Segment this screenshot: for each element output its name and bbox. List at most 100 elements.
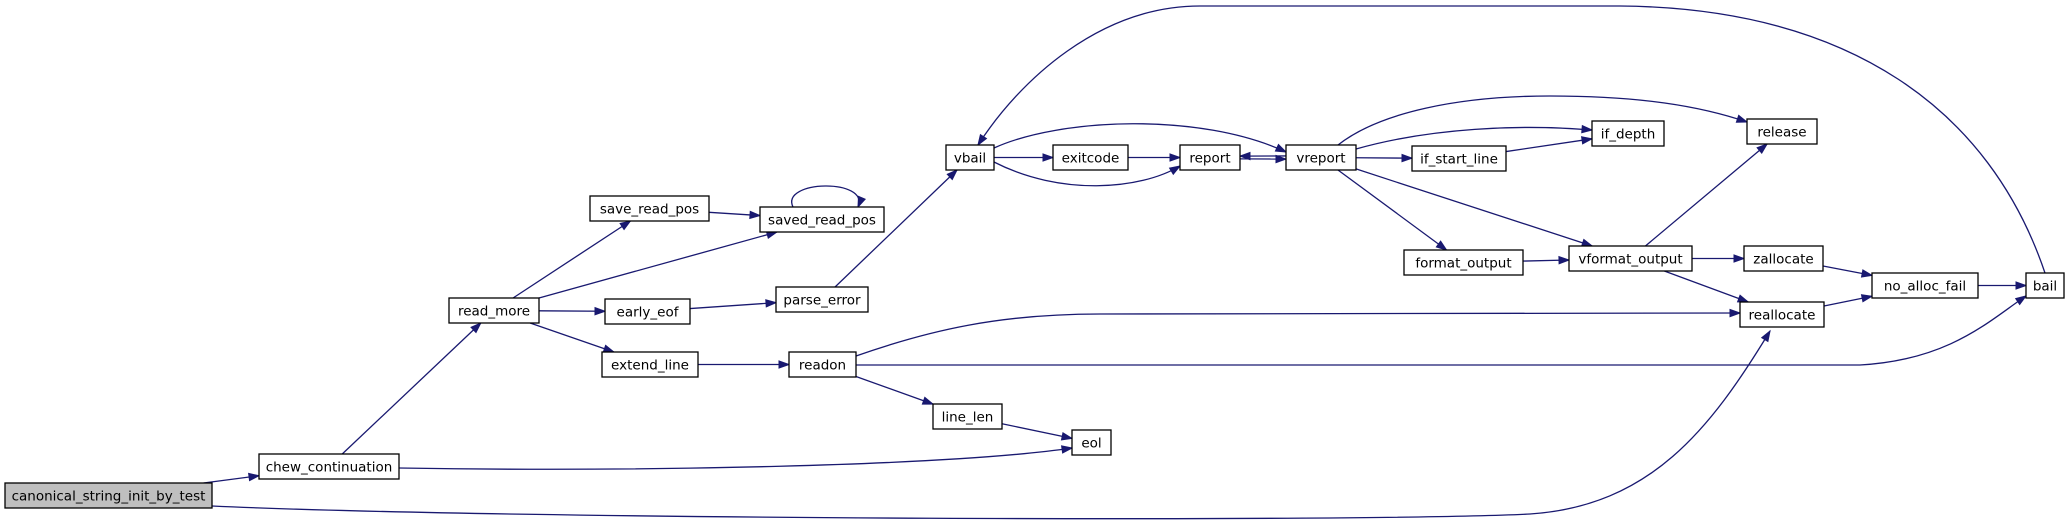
node-label: saved_read_pos [768,213,876,229]
edge-read_more-to-saved_read_pos [538,231,778,299]
edge-if_start_line-to-if_depth [1505,138,1593,153]
node-label: vreport [1296,151,1345,167]
nodes-layer: canonical_string_init_by_test chew_contin… [4,118,2065,509]
arrowhead-early_eof-to-parse_error [765,299,778,308]
node-label: report [1189,151,1230,167]
node-extend-line[interactable]: extend_line [601,351,699,378]
arrowhead-if_start_line-to-if_depth [1580,136,1594,145]
node-line-len[interactable]: line_len [932,403,1003,430]
node-label: chew_continuation [266,460,393,476]
edge-readon-to-bail [856,295,2027,366]
node-bail[interactable]: bail [2025,272,2065,299]
node-zallocate[interactable]: zallocate [1743,245,1824,272]
node-label: canonical_string_init_by_test [12,489,206,505]
edge-parse_error-to-vbail [834,169,958,288]
node-saved-read-pos[interactable]: saved_read_pos [759,206,885,233]
node-label: read_more [458,304,530,320]
arrowhead-read_more-to-early_eof [594,306,607,316]
edges-layer [203,5,2046,520]
arrowhead-canonical_string_init_by_test-to-chew_continuation [248,472,261,482]
arrowhead-line_len-to-eol [1060,432,1074,441]
edge-early_eof-to-parse_error [689,302,777,310]
node-early-eof[interactable]: early_eof [604,298,691,325]
arrowhead-vbail-to-vreport [1274,143,1288,153]
node-box [1591,120,1665,147]
node-label: format_output [1415,256,1511,272]
node-no-alloc-fail[interactable]: no_alloc_fail [1871,272,1979,299]
edge-chew_continuation-to-eol [398,447,1073,470]
node-read-more[interactable]: read_more [448,297,540,324]
node-if-start-line[interactable]: if_start_line [1411,145,1507,172]
node-vformat-output[interactable]: vformat_output [1568,245,1693,272]
node-label: vformat_output [1578,252,1682,268]
edge-vformat_output-to-reallocate [1664,270,1749,303]
arrowhead-vreport-to-if_depth [1581,124,1594,134]
edge-readon-to-line_len [855,375,934,405]
arrowhead-vreport-to-if_start_line [1401,153,1414,163]
edge-vbail-to-report [993,161,1181,187]
node-box [4,482,213,509]
node-box [1052,144,1129,171]
node-label: release [1757,125,1806,141]
edge-saved_read_pos-to-saved_read_pos [791,185,860,208]
node-box [1403,249,1524,276]
node-format-output[interactable]: format_output [1403,249,1524,276]
arrowhead-exitcode-to-report [1169,153,1182,162]
edge-line_len-to-eol [1001,423,1073,440]
node-box [1743,245,1824,272]
node-parse-error[interactable]: parse_error [775,286,869,313]
arrowhead-vreport-to-release [1735,114,1749,123]
node-box [1179,144,1241,171]
node-box [604,298,691,325]
arrowhead-vformat_output-to-release [1756,143,1769,155]
arrowhead-parse_error-to-vbail [946,168,959,181]
arrowhead-bail-to-vbail [977,133,988,147]
node-vreport[interactable]: vreport [1285,144,1357,171]
node-box [1568,245,1693,272]
node-report[interactable]: report [1179,144,1241,171]
node-box [759,206,885,233]
arrowhead-vbail-to-exitcode [1042,153,1055,162]
node-box [945,144,995,171]
node-label: no_alloc_fail [1884,279,1966,295]
node-box [1411,145,1507,172]
arrowhead-chew_continuation-to-read_more [470,321,482,334]
node-box [589,195,710,222]
edge-canonical_string_init_by_test-to-reallocate [211,330,1771,520]
node-box [258,453,400,480]
arrowhead-vreport-to-format_output [1435,240,1448,251]
edge-read_more-to-extend_line [529,322,615,353]
node-vbail[interactable]: vbail [945,144,995,171]
node-canonical-string-init-by-test[interactable]: canonical_string_init_by_test [4,482,213,509]
node-label: vbail [954,151,986,167]
node-box [775,286,869,313]
node-chew-continuation[interactable]: chew_continuation [258,453,400,480]
node-box [932,403,1003,430]
edge-vbail-to-vreport [993,123,1287,153]
node-save-read-pos[interactable]: save_read_pos [589,195,710,222]
edge-vreport-to-if_depth [1355,126,1593,150]
edge-vreport-to-format_output [1337,169,1447,251]
edge-readon-to-reallocate [855,312,1741,357]
node-release[interactable]: release [1746,118,1818,145]
node-reallocate[interactable]: reallocate [1739,301,1825,328]
node-box [1871,272,1979,299]
node-box [2025,272,2065,299]
arrowhead-extend_line-to-readon [778,360,791,369]
arrowhead-readon-to-bail [2014,295,2028,306]
node-label: zallocate [1753,252,1813,268]
node-eol[interactable]: eol [1071,429,1112,456]
arrowhead-vreport-to-vformat_output [1580,238,1594,247]
node-box [1739,301,1825,328]
node-label: save_read_pos [600,202,699,218]
arrowhead-canonical_string_init_by_test-to-reallocate [1760,329,1771,343]
node-exitcode[interactable]: exitcode [1052,144,1129,171]
arrowhead-format_output-to-vformat_output [1558,255,1571,265]
node-readon[interactable]: readon [788,351,857,378]
edge-chew_continuation-to-read_more [341,322,482,455]
node-label: bail [2033,279,2057,295]
node-box [1071,429,1112,456]
node-if-depth[interactable]: if_depth [1591,120,1665,147]
arrowhead-chew_continuation-to-eol [1060,445,1074,454]
